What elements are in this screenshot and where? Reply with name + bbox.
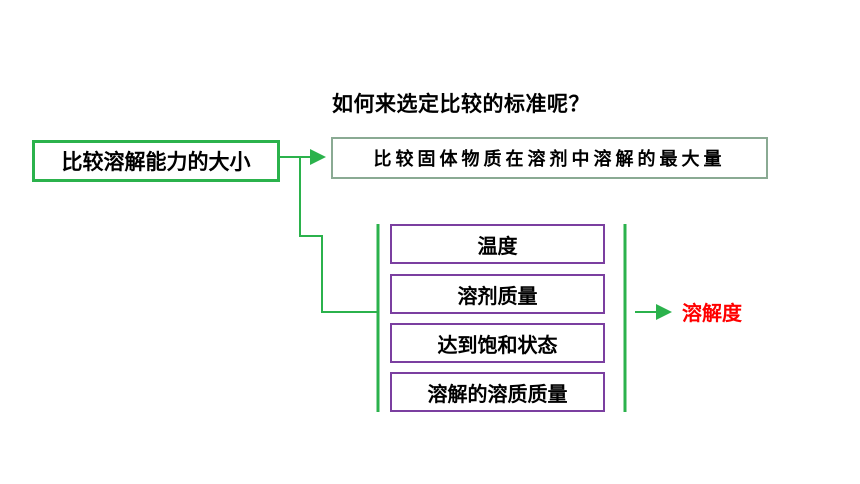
factor-box-temperature: 温度 <box>390 224 605 264</box>
factor-box-solvent-mass: 溶剂质量 <box>390 274 605 314</box>
factor-label: 溶剂质量 <box>457 283 538 308</box>
answer-label: 比较固体物质在溶剂中溶解的最大量 <box>373 149 726 170</box>
factor-label: 温度 <box>477 233 518 258</box>
factor-box-saturation: 达到饱和状态 <box>390 323 605 363</box>
result-label: 溶解度 <box>682 301 742 325</box>
factor-box-solute-mass: 溶解的溶质质量 <box>390 372 605 412</box>
factor-label: 溶解的溶质质量 <box>427 381 568 406</box>
main-topic-box: 比较溶解能力的大小 <box>32 140 280 182</box>
answer-box: 比较固体物质在溶剂中溶解的最大量 <box>331 137 768 179</box>
question-title: 如何来选定比较的标准呢？ <box>332 92 590 116</box>
branch-to-factors <box>299 157 378 313</box>
main-topic-label: 比较溶解能力的大小 <box>61 150 251 174</box>
factor-label: 达到饱和状态 <box>437 332 558 357</box>
